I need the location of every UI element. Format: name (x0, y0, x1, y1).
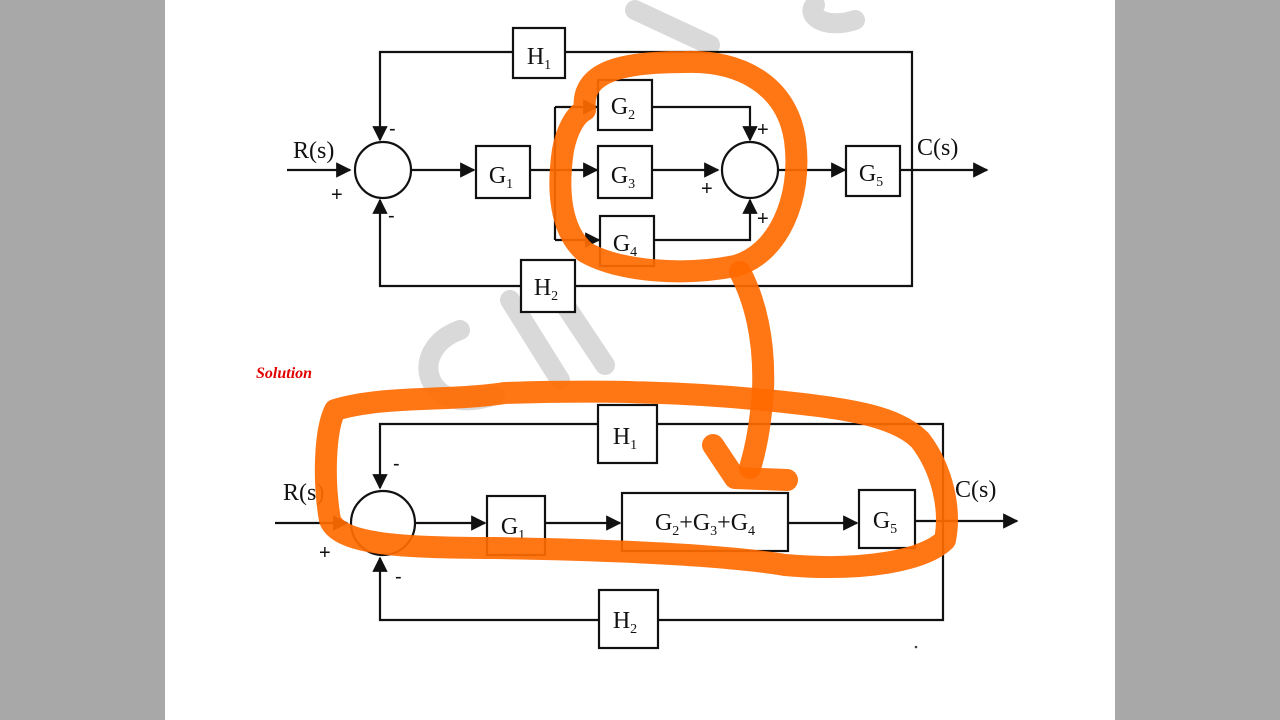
top-block-g3 (596, 144, 654, 200)
top-g5-label: G5 (859, 161, 883, 190)
top-block-g1 (474, 144, 532, 200)
ink-arrowhead (702, 434, 798, 491)
top-sign-sum2-top: + (757, 119, 769, 141)
top-sign-sum2-left: + (701, 178, 713, 200)
bottom-sign-bottom: - (395, 566, 402, 588)
top-summing-junction-1 (353, 140, 413, 200)
ink-circle-around-g2-g3-g4 (549, 50, 808, 283)
bottom-block-combined (620, 491, 790, 553)
top-g2-to-sum2 (652, 105, 758, 142)
ink-loop-around-forward-path (314, 380, 958, 578)
bottom-sign-top: - (393, 453, 400, 475)
top-sign-sum1-left: + (331, 184, 343, 206)
top-sign-sum2-bottom: + (757, 208, 769, 230)
top-output-label: C(s) (917, 135, 958, 161)
top-sign-sum1-bottom: - (388, 205, 395, 227)
bottom-combined-label: G2+G3+G4 (655, 510, 755, 539)
bottom-block-h1 (596, 403, 659, 465)
top-h1-to-sum1 (372, 50, 513, 142)
ink-connector-stroke (729, 261, 775, 479)
orange-annotation (314, 50, 958, 578)
top-block-h2 (519, 258, 577, 314)
top-sign-sum1-top: - (389, 118, 396, 140)
block-diagram-canvas: H1 G1 G2 G3 G4 G5 H2 R(s) C(s) - - + + +… (256, 0, 1019, 650)
bottom-g1-label: G1 (501, 514, 525, 543)
stray-dot (914, 645, 918, 649)
top-block-h1 (511, 26, 567, 80)
top-h1-label: H1 (527, 44, 551, 73)
bottom-output-label: C(s) (955, 477, 996, 503)
top-g1-label: G1 (489, 163, 513, 192)
bottom-h2-to-sum (372, 556, 599, 622)
document-page: H1 G1 G2 G3 G4 G5 H2 R(s) C(s) - - + + +… (165, 0, 1115, 720)
bottom-h2-label: H2 (613, 608, 637, 637)
top-h2-to-sum1 (372, 198, 521, 288)
top-input-label: R(s) (293, 138, 334, 164)
top-g3-label: G3 (611, 163, 635, 192)
bottom-block-h2 (597, 588, 660, 650)
solution-label: Solution (256, 365, 312, 382)
bottom-block-g5 (857, 488, 917, 550)
top-block-g5 (844, 144, 902, 198)
top-g2-label: G2 (611, 94, 635, 123)
top-h2-feedback-line (575, 170, 914, 288)
bottom-diagram: H1 G1 G2+G3+G4 G5 H2 R(s) C(s) - - + (275, 403, 1019, 650)
top-g4-label: G4 (613, 231, 637, 260)
bottom-sign-left: + (319, 542, 331, 564)
top-summing-junction-2 (720, 140, 780, 200)
bottom-h1-to-sum (372, 422, 598, 490)
bottom-h1-label: H1 (613, 424, 637, 453)
top-g4-to-sum2 (654, 198, 758, 242)
top-h2-label: H2 (534, 275, 558, 304)
bottom-g5-label: G5 (873, 508, 897, 537)
top-block-g2 (596, 78, 654, 132)
